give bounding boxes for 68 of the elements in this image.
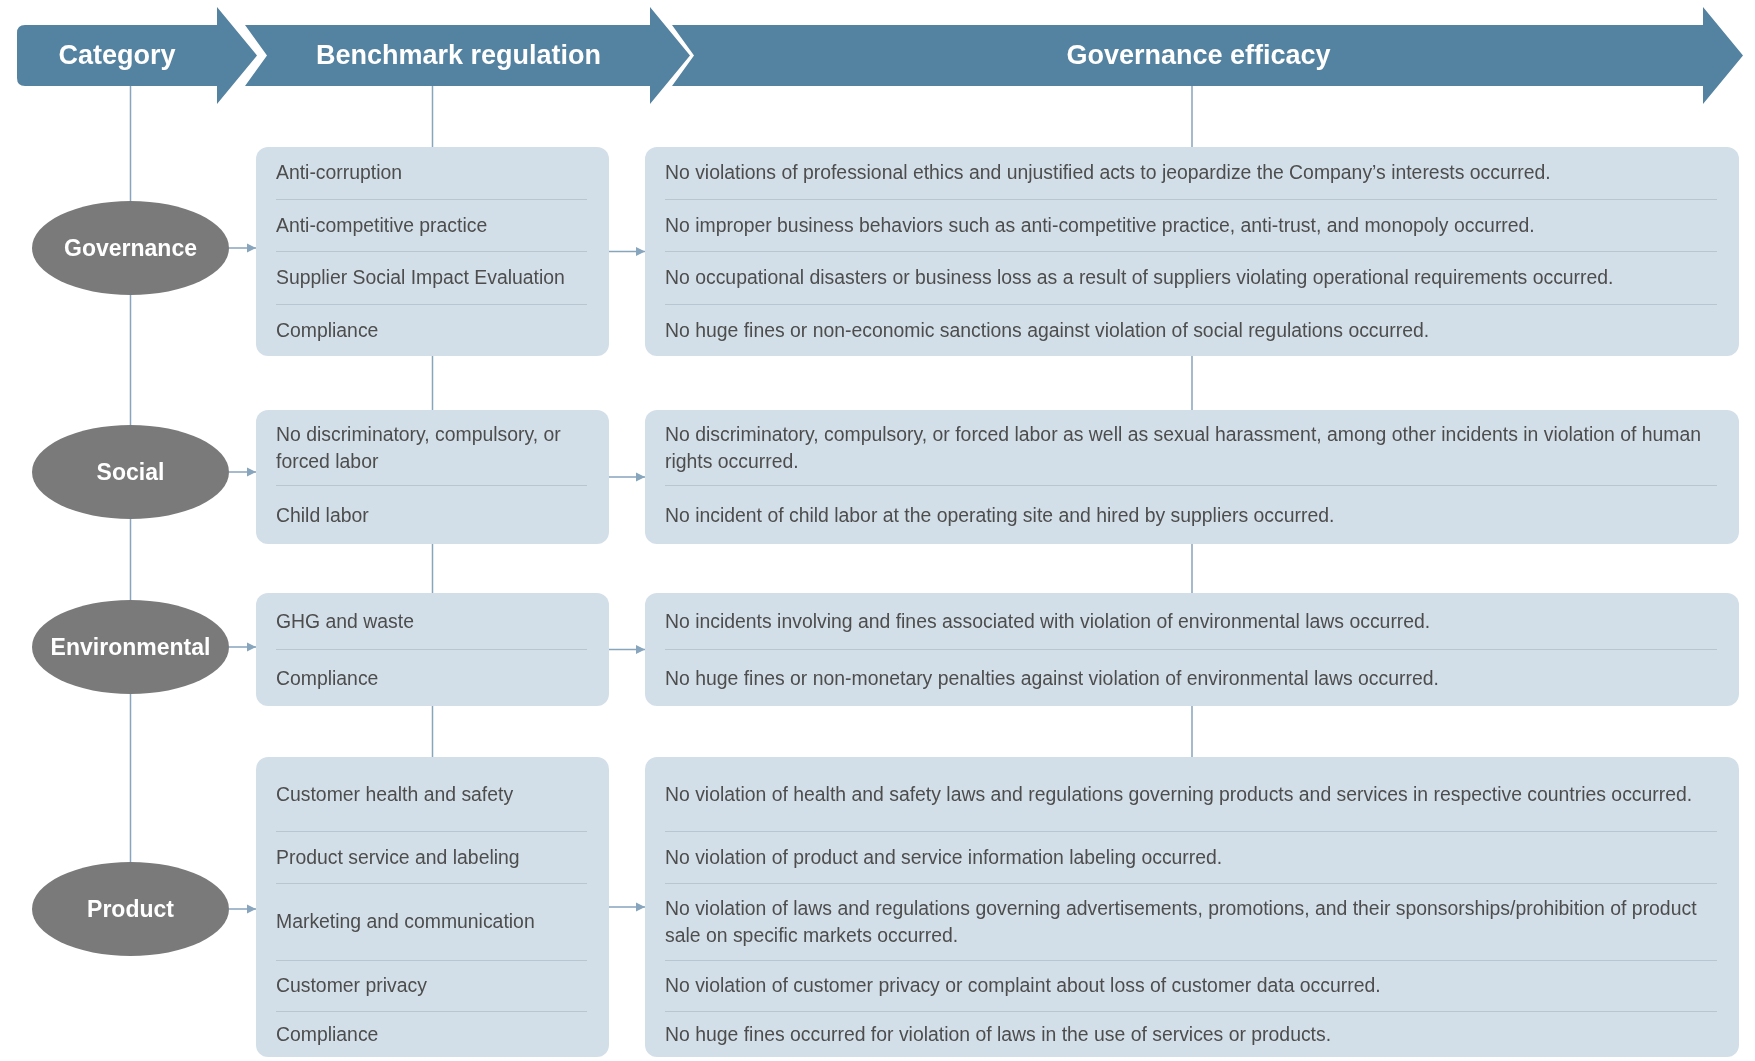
efficacy-statement: No huge fines occurred for violation of laws in the use of services or products.: [665, 1022, 1332, 1048]
category-label: Governance: [63, 234, 198, 262]
regulation-item: Supplier Social Impact Evaluation: [276, 265, 565, 291]
efficacy-statement: No huge fines or non-monetary penalties against violation of environmental laws occurred.: [665, 665, 1439, 691]
regulation-item: Marketing and communication: [276, 909, 535, 935]
item-list-panel: [256, 757, 609, 1057]
item-list-panel: [645, 410, 1739, 544]
header-label: Category: [57, 39, 177, 72]
category-ellipse: [32, 862, 229, 956]
efficacy-statement: No occupational disasters or business loss as a result of suppliers violating operational requirements occurred.: [665, 265, 1614, 291]
regulation-item: Compliance: [276, 317, 379, 343]
connector-line: [431, 85, 434, 148]
regulation-item: Customer health and safety: [276, 781, 514, 807]
category-label: Social: [95, 458, 166, 486]
connector-line: [1191, 543, 1193, 594]
efficacy-statement: No violation of customer privacy or complaint about loss of customer data occurred.: [665, 973, 1381, 999]
arrow: [228, 904, 257, 914]
item-list-panel: [645, 593, 1739, 706]
chevron-header: [17, 7, 257, 104]
connector-line: [431, 543, 434, 594]
item-list-panel: [645, 757, 1739, 1057]
item-list-panel: [256, 147, 609, 356]
chevron-header: [245, 7, 690, 104]
arrow: [228, 467, 257, 477]
category-ellipse: [32, 201, 229, 295]
category-label: Product: [86, 895, 175, 923]
category-ellipse: [32, 600, 229, 694]
connector-line: [1191, 705, 1193, 758]
regulation-item: GHG and waste: [276, 608, 414, 634]
efficacy-statement: No violation of product and service information labeling occurred.: [665, 844, 1223, 870]
regulation-item: No discriminatory, compulsory, or forced labor: [276, 421, 562, 474]
arrow: [608, 902, 646, 912]
category-label: Environmental: [49, 633, 212, 661]
regulation-item: Compliance: [276, 1022, 379, 1048]
connector-line: [431, 705, 434, 758]
connector-line: [129, 518, 132, 601]
connector-line: [1191, 85, 1193, 148]
header-label: Governance efficacy: [1065, 39, 1332, 72]
regulation-item: Anti-corruption: [276, 160, 403, 186]
regulation-item: Child labor: [276, 502, 369, 528]
arrow: [608, 645, 646, 654]
efficacy-statement: No incident of child labor at the operating site and hired by suppliers occurred.: [665, 502, 1335, 528]
connector-line: [129, 294, 132, 426]
header-label: Benchmark regulation: [314, 39, 603, 72]
arrow: [608, 247, 646, 256]
efficacy-statement: No discriminatory, compulsory, or forced labor as well as sexual harassment, among other incidents in violation of human rights occurred.: [665, 421, 1703, 474]
regulation-item: Customer privacy: [276, 973, 427, 999]
regulation-item: Anti-competitive practice: [276, 212, 488, 238]
item-list-panel: [645, 147, 1739, 356]
efficacy-statement: No incidents involving and fines associated with violation of environmental laws occurred.: [665, 608, 1431, 634]
efficacy-statement: No violation of laws and regulations governing advertisements, promotions, and their sponsorships/prohibition of product sale on specific markets occurred.: [665, 895, 1698, 948]
item-list-panel: [256, 410, 609, 544]
arrow: [228, 243, 257, 253]
arrow: [608, 472, 646, 482]
arrow: [228, 642, 257, 652]
regulation-item: Product service and labeling: [276, 844, 520, 870]
regulation-item: Compliance: [276, 665, 379, 691]
efficacy-statement: No huge fines or non-economic sanctions against violation of social regulations occurred.: [665, 317, 1430, 343]
chevron-header: [672, 7, 1743, 104]
connector-line: [1191, 355, 1193, 411]
category-ellipse: [32, 425, 229, 519]
efficacy-statement: No violations of professional ethics and unjustified acts to jeopardize the Company’s interests occurred.: [665, 160, 1551, 186]
connector-line: [129, 85, 132, 202]
efficacy-statement: No violation of health and safety laws and regulations governing products and services in respective countries occurred.: [665, 781, 1693, 807]
connector-line: [129, 693, 132, 863]
item-list-panel: [256, 593, 609, 706]
connector-line: [431, 355, 434, 411]
efficacy-statement: No improper business behaviors such as anti-competitive practice, anti-trust, and monopoly occurred.: [665, 212, 1535, 238]
